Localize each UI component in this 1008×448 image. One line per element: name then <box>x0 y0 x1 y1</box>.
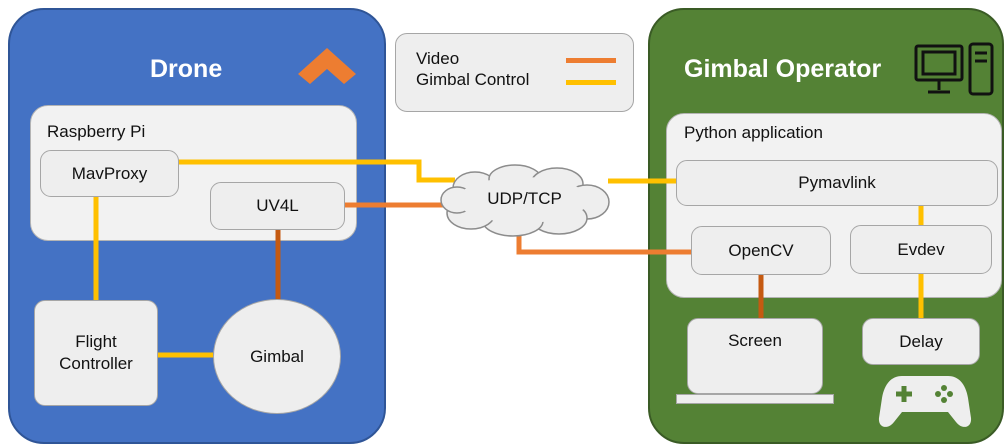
opencv-box: OpenCV <box>691 226 831 275</box>
mavproxy-box: MavProxy <box>40 150 179 197</box>
desktop-computer-icon <box>914 42 994 96</box>
cloud-to-opencv-video-line <box>516 232 691 255</box>
legend-video-label: Video <box>416 49 460 68</box>
uv4l-box: UV4L <box>210 182 345 230</box>
screen-base <box>676 394 834 404</box>
drone-title: Drone <box>150 55 223 83</box>
legend-video-swatch <box>566 58 616 63</box>
gimbal-node: Gimbal <box>213 299 341 414</box>
gimbal-operator-title: Gimbal Operator <box>684 55 882 83</box>
mavproxy-to-cloud-control-line <box>178 159 455 183</box>
gamepad-icon <box>878 376 972 427</box>
flight-controller-box: Flight Controller <box>34 300 158 406</box>
python-application-label: Python application <box>684 123 823 142</box>
network-label: UDP/TCP <box>487 189 562 208</box>
legend-gimbal-control-swatch <box>566 80 616 85</box>
evdev-box: Evdev <box>850 225 992 274</box>
legend-swatches <box>566 58 616 85</box>
raspberry-pi-label: Raspberry Pi <box>47 122 146 141</box>
legend-gimbal-control-label: Gimbal Control <box>416 70 530 89</box>
legend: Video Gimbal Control <box>395 33 634 112</box>
network-cloud-icon <box>440 164 610 237</box>
delay-box: Delay <box>862 318 980 365</box>
drone-icon <box>298 48 356 84</box>
pymavlink-box: Pymavlink <box>676 160 998 206</box>
screen-monitor: Screen <box>687 318 823 394</box>
